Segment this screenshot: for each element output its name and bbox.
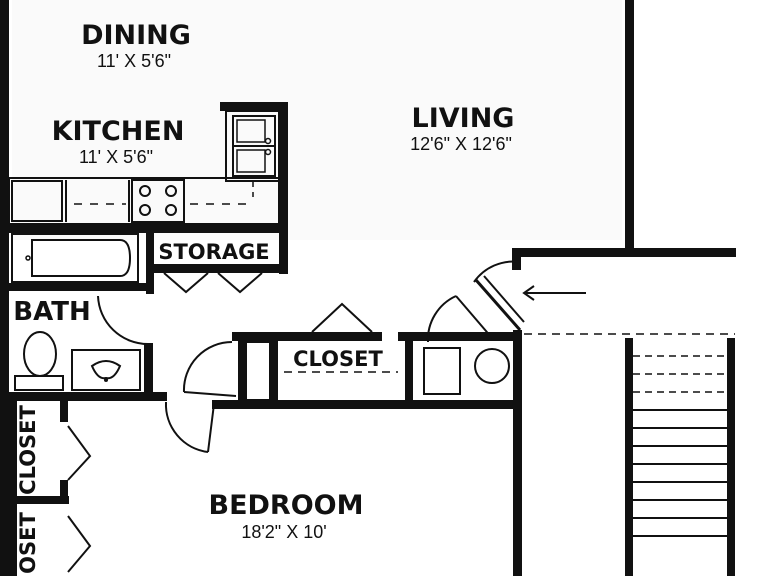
sink-counter — [225, 110, 280, 182]
main-area-shade — [12, 0, 622, 240]
closet-left-upper-door[interactable] — [67, 425, 92, 481]
entry-door[interactable] — [474, 279, 522, 331]
room-dims-bedroom: 18'2" X 10' — [241, 522, 326, 542]
wall-kitchen-top — [220, 102, 288, 111]
hall-closet-door[interactable] — [182, 340, 271, 401]
wall-laundry-left — [405, 338, 413, 406]
room-dims-living: 12'6" X 12'6" — [410, 134, 512, 154]
room-dims-kitchen: 11' X 5'6" — [79, 147, 153, 167]
wall-bedroom-top — [212, 400, 520, 409]
dryer-icon — [474, 348, 510, 384]
wall-closet-a-left — [238, 338, 246, 406]
wall-bath-right — [144, 343, 153, 398]
wall-stair-right — [727, 338, 735, 576]
closet-left-lower-door[interactable] — [67, 515, 92, 573]
laundry-door-swing — [426, 295, 457, 343]
wall-kitchen-right — [279, 102, 288, 274]
room-label-bath: BATH — [13, 297, 90, 327]
kitchen-counter — [8, 177, 280, 225]
staircase-icon — [633, 355, 727, 537]
wall-laundry-top — [398, 332, 518, 341]
kitchen-fixtures — [8, 110, 280, 225]
room-label-storage: STORAGE — [158, 240, 269, 264]
wall-storage-left — [146, 224, 154, 294]
room-label-closet-left-upper: CLOSET — [16, 404, 40, 494]
wall-storage-bottom — [146, 264, 288, 273]
bathtub-icon — [11, 233, 139, 283]
room-label-closet-left-lower: OSET — [16, 512, 40, 574]
room-label-kitchen: KITCHEN — [52, 116, 185, 147]
walls — [0, 0, 736, 576]
wall-stair-left — [625, 338, 633, 576]
entry-door-swing — [473, 260, 521, 283]
wall-outer-left — [0, 0, 9, 576]
wall-closet-a-right — [270, 338, 278, 406]
left-arrow-icon — [522, 285, 586, 301]
stove-icon — [131, 179, 185, 223]
wall-closet-left-inner — [9, 398, 17, 576]
washer-icon — [423, 347, 461, 395]
double-sink-icon — [232, 115, 276, 177]
closet-center-door[interactable] — [311, 302, 373, 333]
wall-closet-top — [232, 332, 382, 341]
refrigerator — [11, 180, 63, 222]
wall-bedroom-right — [513, 330, 522, 576]
wall-entry-top — [512, 248, 736, 257]
room-label-living: LIVING — [412, 103, 515, 134]
wall-closet-jamb-top — [60, 398, 68, 422]
laundry-door[interactable] — [455, 295, 493, 339]
wall-hall-left — [9, 392, 167, 401]
room-label-bedroom: BEDROOM — [209, 490, 364, 521]
room-label-closet-center: CLOSET — [293, 347, 383, 371]
wall-closet-jamb-mid — [60, 480, 68, 504]
closet-a-interior — [245, 341, 271, 401]
wall-entry-jamb — [512, 248, 521, 270]
storage-doors[interactable] — [163, 272, 263, 294]
wall-bath-top — [9, 283, 154, 291]
bedroom-door[interactable] — [164, 401, 215, 453]
vanity-sink-icon — [71, 349, 141, 391]
wall-living-right — [625, 0, 634, 250]
room-dims-dining: 11' X 5'6" — [97, 51, 171, 71]
entry-door-edge — [483, 275, 525, 323]
wall-closets-divider — [9, 496, 69, 504]
room-label-dining: DINING — [81, 20, 191, 51]
bath-door-swing — [97, 295, 149, 346]
toilet-icon — [14, 331, 64, 391]
